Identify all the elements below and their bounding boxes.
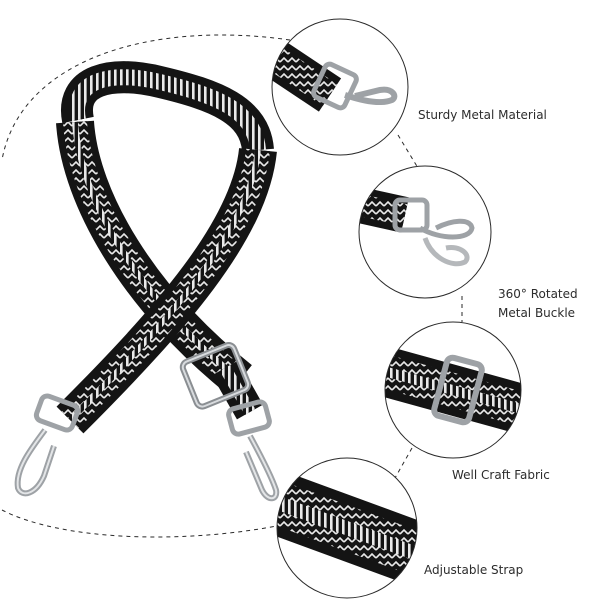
- slider-buckle-icon: [384, 321, 522, 459]
- feature-label-fabric: Well Craft Fabric: [452, 468, 550, 482]
- strap-main: [56, 61, 277, 434]
- dashed-arc: [1, 34, 291, 161]
- connector-3: [394, 447, 413, 479]
- strap-fabric-icon: [276, 457, 418, 599]
- connector-1: [397, 134, 419, 169]
- swivel-buckle-icon: [358, 165, 492, 299]
- slider-buckle: [179, 342, 252, 410]
- dashed-arc-bottom: [1, 509, 283, 538]
- feature-label-strap: Adjustable Strap: [424, 563, 524, 577]
- feature-label-metal: Sturdy Metal Material: [418, 108, 547, 122]
- feature-label-buckle-text: 360° Rotated Metal Buckle: [498, 287, 578, 320]
- left-hook: [14, 393, 81, 497]
- clasp-closeup-icon: [271, 18, 409, 156]
- right-hook: [226, 399, 280, 502]
- feature-label-buckle: 360° Rotated Metal Buckle: [498, 285, 578, 323]
